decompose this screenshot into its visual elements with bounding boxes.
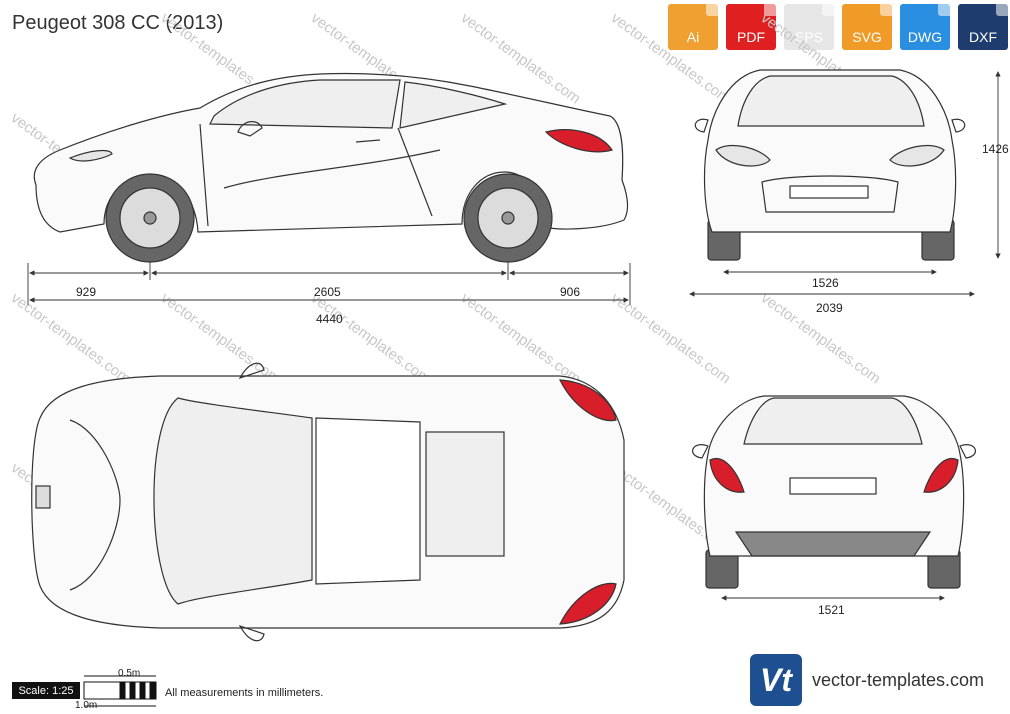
rear-view — [692, 395, 976, 589]
front-right-headlight — [889, 145, 945, 167]
dwg-format-icon[interactable]: DWG — [900, 4, 950, 50]
length-label: 4440 — [316, 312, 343, 326]
front-plate — [789, 185, 869, 199]
svg-format-icon[interactable]: SVG — [842, 4, 892, 50]
eps-format-icon[interactable]: EPS — [784, 4, 834, 50]
front-overhang-label: 929 — [76, 285, 97, 299]
watermark-text: vector-templates.com — [608, 289, 734, 387]
top-roof — [315, 417, 421, 585]
rear-right-mirror — [959, 444, 976, 459]
watermark-text: vector-templates.com — [458, 289, 584, 387]
width-label: 2039 — [816, 301, 843, 315]
format-label: EPS — [794, 29, 823, 45]
rear-plate — [789, 477, 877, 495]
front-track-label: 1526 — [812, 276, 839, 290]
rear-overhang-label: 906 — [560, 285, 581, 299]
watermark-text: vector-templates.com — [8, 289, 134, 387]
side-headlight — [68, 149, 113, 162]
pdf-format-icon[interactable]: PDF — [726, 4, 776, 50]
wheelbase-label: 2605 — [314, 285, 341, 299]
side-door-handle — [355, 139, 381, 143]
side-door-line — [199, 123, 433, 227]
side-mirror — [237, 121, 263, 137]
format-label: PDF — [737, 29, 765, 45]
side-taillight — [544, 129, 613, 153]
measurement-note: All measurements in millimeters. — [165, 687, 324, 699]
watermark-text: vector-templates.com — [308, 289, 434, 387]
front-grille — [761, 175, 899, 213]
front-windscreen — [737, 75, 925, 127]
front-view — [694, 69, 966, 261]
side-dimension-lines — [27, 262, 631, 305]
ai-format-icon[interactable]: Ai — [668, 4, 718, 50]
rear-track-label: 1521 — [818, 603, 845, 617]
side-character-line — [223, 149, 441, 189]
side-rear-window — [399, 81, 508, 129]
top-view — [31, 362, 625, 642]
top-upper-mirror — [238, 362, 265, 380]
top-lower-mirror — [238, 624, 265, 642]
rear-right-taillight — [923, 457, 959, 493]
front-hub — [143, 211, 157, 225]
top-lower-taillight — [558, 582, 617, 625]
top-upper-taillight — [558, 379, 617, 422]
scale-one-meter: 1.0m — [75, 700, 98, 711]
top-rear-window — [425, 431, 505, 557]
vt-logo-icon: Vt — [750, 654, 802, 706]
front-left-mirror — [694, 118, 709, 133]
side-view — [33, 72, 629, 263]
rear-diffuser — [734, 531, 932, 557]
front-dimension-lines — [689, 71, 1001, 297]
brand-logo[interactable]: Vt vector-templates.com — [750, 654, 984, 706]
scale-half-meter: 0.5m — [118, 668, 141, 679]
format-label: DWG — [907, 29, 943, 45]
front-right-mirror — [951, 118, 966, 133]
top-badge — [35, 485, 51, 509]
front-left-headlight — [715, 145, 771, 167]
height-label: 1426 — [982, 142, 1009, 156]
scale-bar — [83, 675, 157, 707]
format-label: DXF — [969, 29, 997, 45]
format-badges: Ai PDF EPS SVG DWG DXF — [668, 4, 1008, 50]
dxf-format-icon[interactable]: DXF — [958, 4, 1008, 50]
watermark-text: vector-templates.com — [608, 9, 734, 107]
side-window — [209, 79, 401, 129]
format-label: Ai — [686, 29, 700, 45]
rear-left-mirror — [692, 444, 709, 459]
page-title: Peugeot 308 CC (2013) — [12, 12, 224, 34]
brand-name: vector-templates.com — [812, 669, 985, 690]
format-label: SVG — [852, 29, 882, 45]
watermark-text: vector-templates.com — [158, 289, 284, 387]
top-windscreen — [153, 397, 313, 605]
rear-left-taillight — [709, 457, 745, 493]
scale-label: Scale: 1:25 — [12, 682, 80, 699]
rear-hub — [501, 211, 515, 225]
rear-window — [743, 397, 923, 445]
top-hood-line — [69, 419, 121, 591]
